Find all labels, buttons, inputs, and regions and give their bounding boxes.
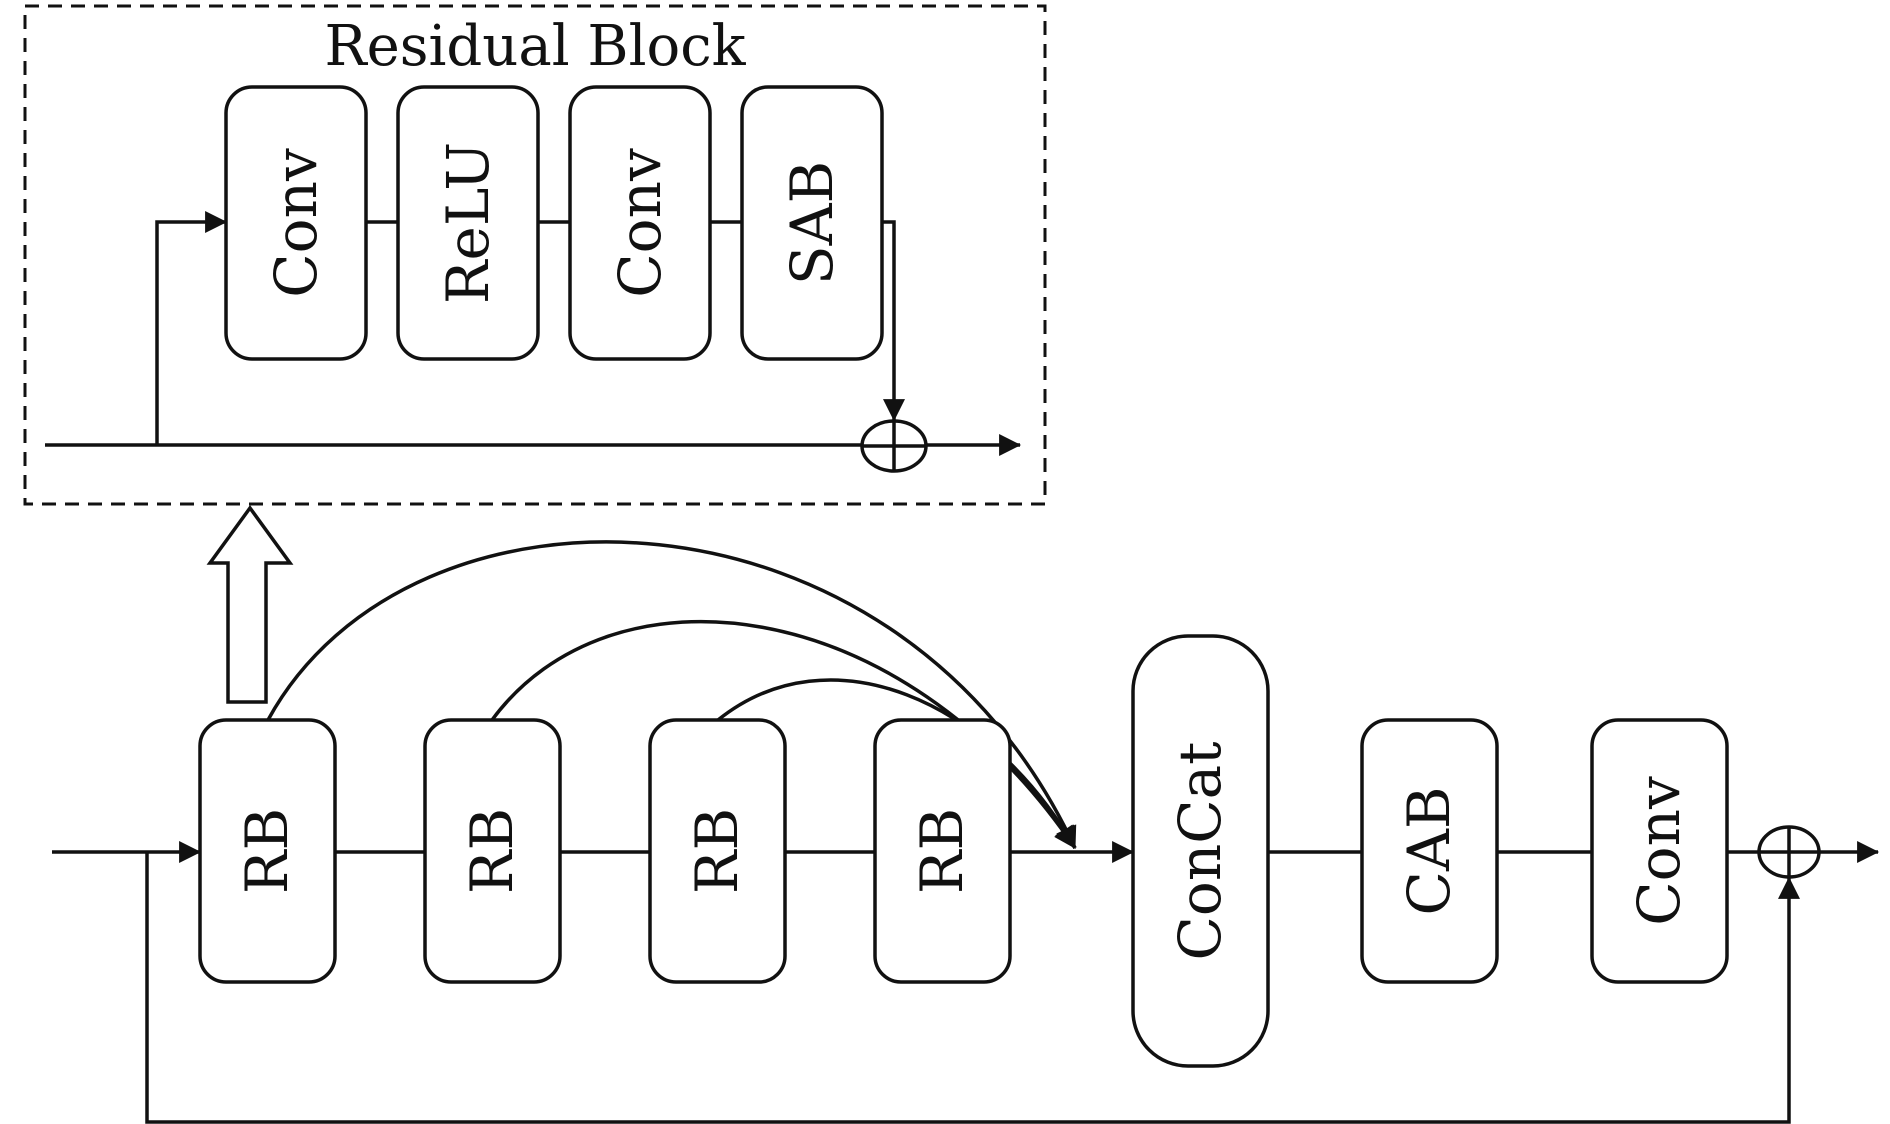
dense-link-rb1 — [266, 540, 1077, 849]
expand-arrow-icon — [206, 505, 294, 704]
residual-block-panel: Residual Block Conv ReLU Conv SAB — [23, 4, 1047, 506]
rb-block-4: RB — [873, 718, 1012, 984]
rb-block-2: RB — [423, 718, 562, 984]
rb-block-3: RB — [648, 718, 787, 984]
residual-block-border — [23, 4, 1047, 506]
rb-conv-block-1: Conv — [224, 85, 368, 361]
residual-block-title: Residual Block — [324, 14, 746, 79]
rb-conv-label-2: Conv — [606, 148, 674, 298]
cab-block: CAB — [1360, 718, 1499, 984]
main-conv-block: Conv — [1590, 718, 1729, 984]
main-network: RB RB RB RB ConCat CAB Conv — [52, 540, 1880, 1124]
rb-branch-line — [155, 211, 228, 445]
rb-label-4: RB — [908, 808, 976, 894]
rb-block-1: RB — [198, 718, 337, 984]
cab-label: CAB — [1395, 787, 1463, 916]
rb-output-to-sum — [882, 220, 905, 422]
rb-sab-block: SAB — [740, 85, 884, 361]
rb-label-2: RB — [458, 808, 526, 894]
concat-label: ConCat — [1166, 742, 1234, 961]
rb-sab-label: SAB — [778, 161, 846, 285]
rb-label-3: RB — [683, 808, 751, 894]
main-sum-node — [1757, 825, 1821, 879]
rb-relu-label: ReLU — [434, 142, 502, 304]
rb-conv-label-1: Conv — [262, 148, 330, 298]
concat-block: ConCat — [1131, 634, 1270, 1068]
main-conv-label: Conv — [1625, 776, 1693, 926]
rb-label-1: RB — [233, 808, 301, 894]
dense-link-rb3 — [716, 678, 1077, 849]
rb-sum-node — [860, 419, 928, 473]
rb-relu-block: ReLU — [396, 85, 540, 361]
rb-conv-block-2: Conv — [568, 85, 712, 361]
global-skip-line — [145, 852, 1800, 1124]
